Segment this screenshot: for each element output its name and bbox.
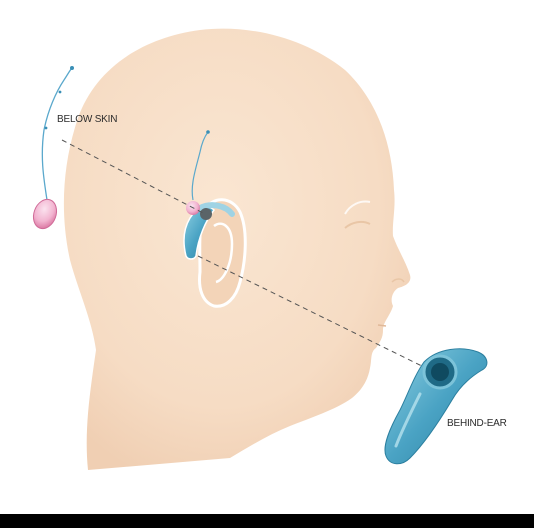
worn-processor-mic (200, 208, 212, 220)
implant-coil (30, 196, 61, 232)
processor-microphone-center (431, 363, 449, 381)
worn-wire-tip (206, 130, 210, 134)
implant-electrode (59, 91, 62, 94)
behind-ear-processor (385, 349, 487, 464)
implant-electrode (45, 127, 48, 130)
bottom-bar (0, 514, 534, 528)
behind-ear-label: BEHIND-EAR (447, 418, 507, 429)
implant-wire-tip (70, 66, 74, 70)
below-skin-label: BELOW SKIN (57, 114, 117, 125)
mouth-mark (378, 325, 386, 326)
